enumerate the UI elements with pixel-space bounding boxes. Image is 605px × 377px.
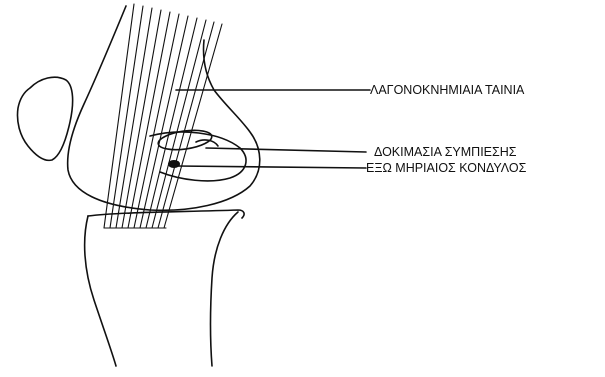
- label-iliotibial-band: ΛΑΓΟΝΟΚΝΗΜΙΑΙΑ ΤΑΙΝΙΑ: [370, 83, 525, 97]
- condyle-outline: [150, 132, 246, 181]
- femur-outline: [68, 6, 260, 210]
- label-lateral-femoral-condyle: ΕΞΩ ΜΗΡΙΑΙΟΣ ΚΟΝΔΥΛΟΣ: [366, 161, 527, 175]
- leader-compression: [206, 148, 366, 152]
- tibia-outline: [85, 212, 238, 366]
- iliotibial-band: [104, 4, 222, 228]
- patella-outline: [17, 77, 72, 160]
- condyle-marker: [168, 160, 180, 168]
- leader-condyle: [176, 166, 366, 168]
- label-compression-test: ΔΟΚΙΜΑΣΙΑ ΣΥΜΠΙΕΣΗΣ: [374, 145, 517, 159]
